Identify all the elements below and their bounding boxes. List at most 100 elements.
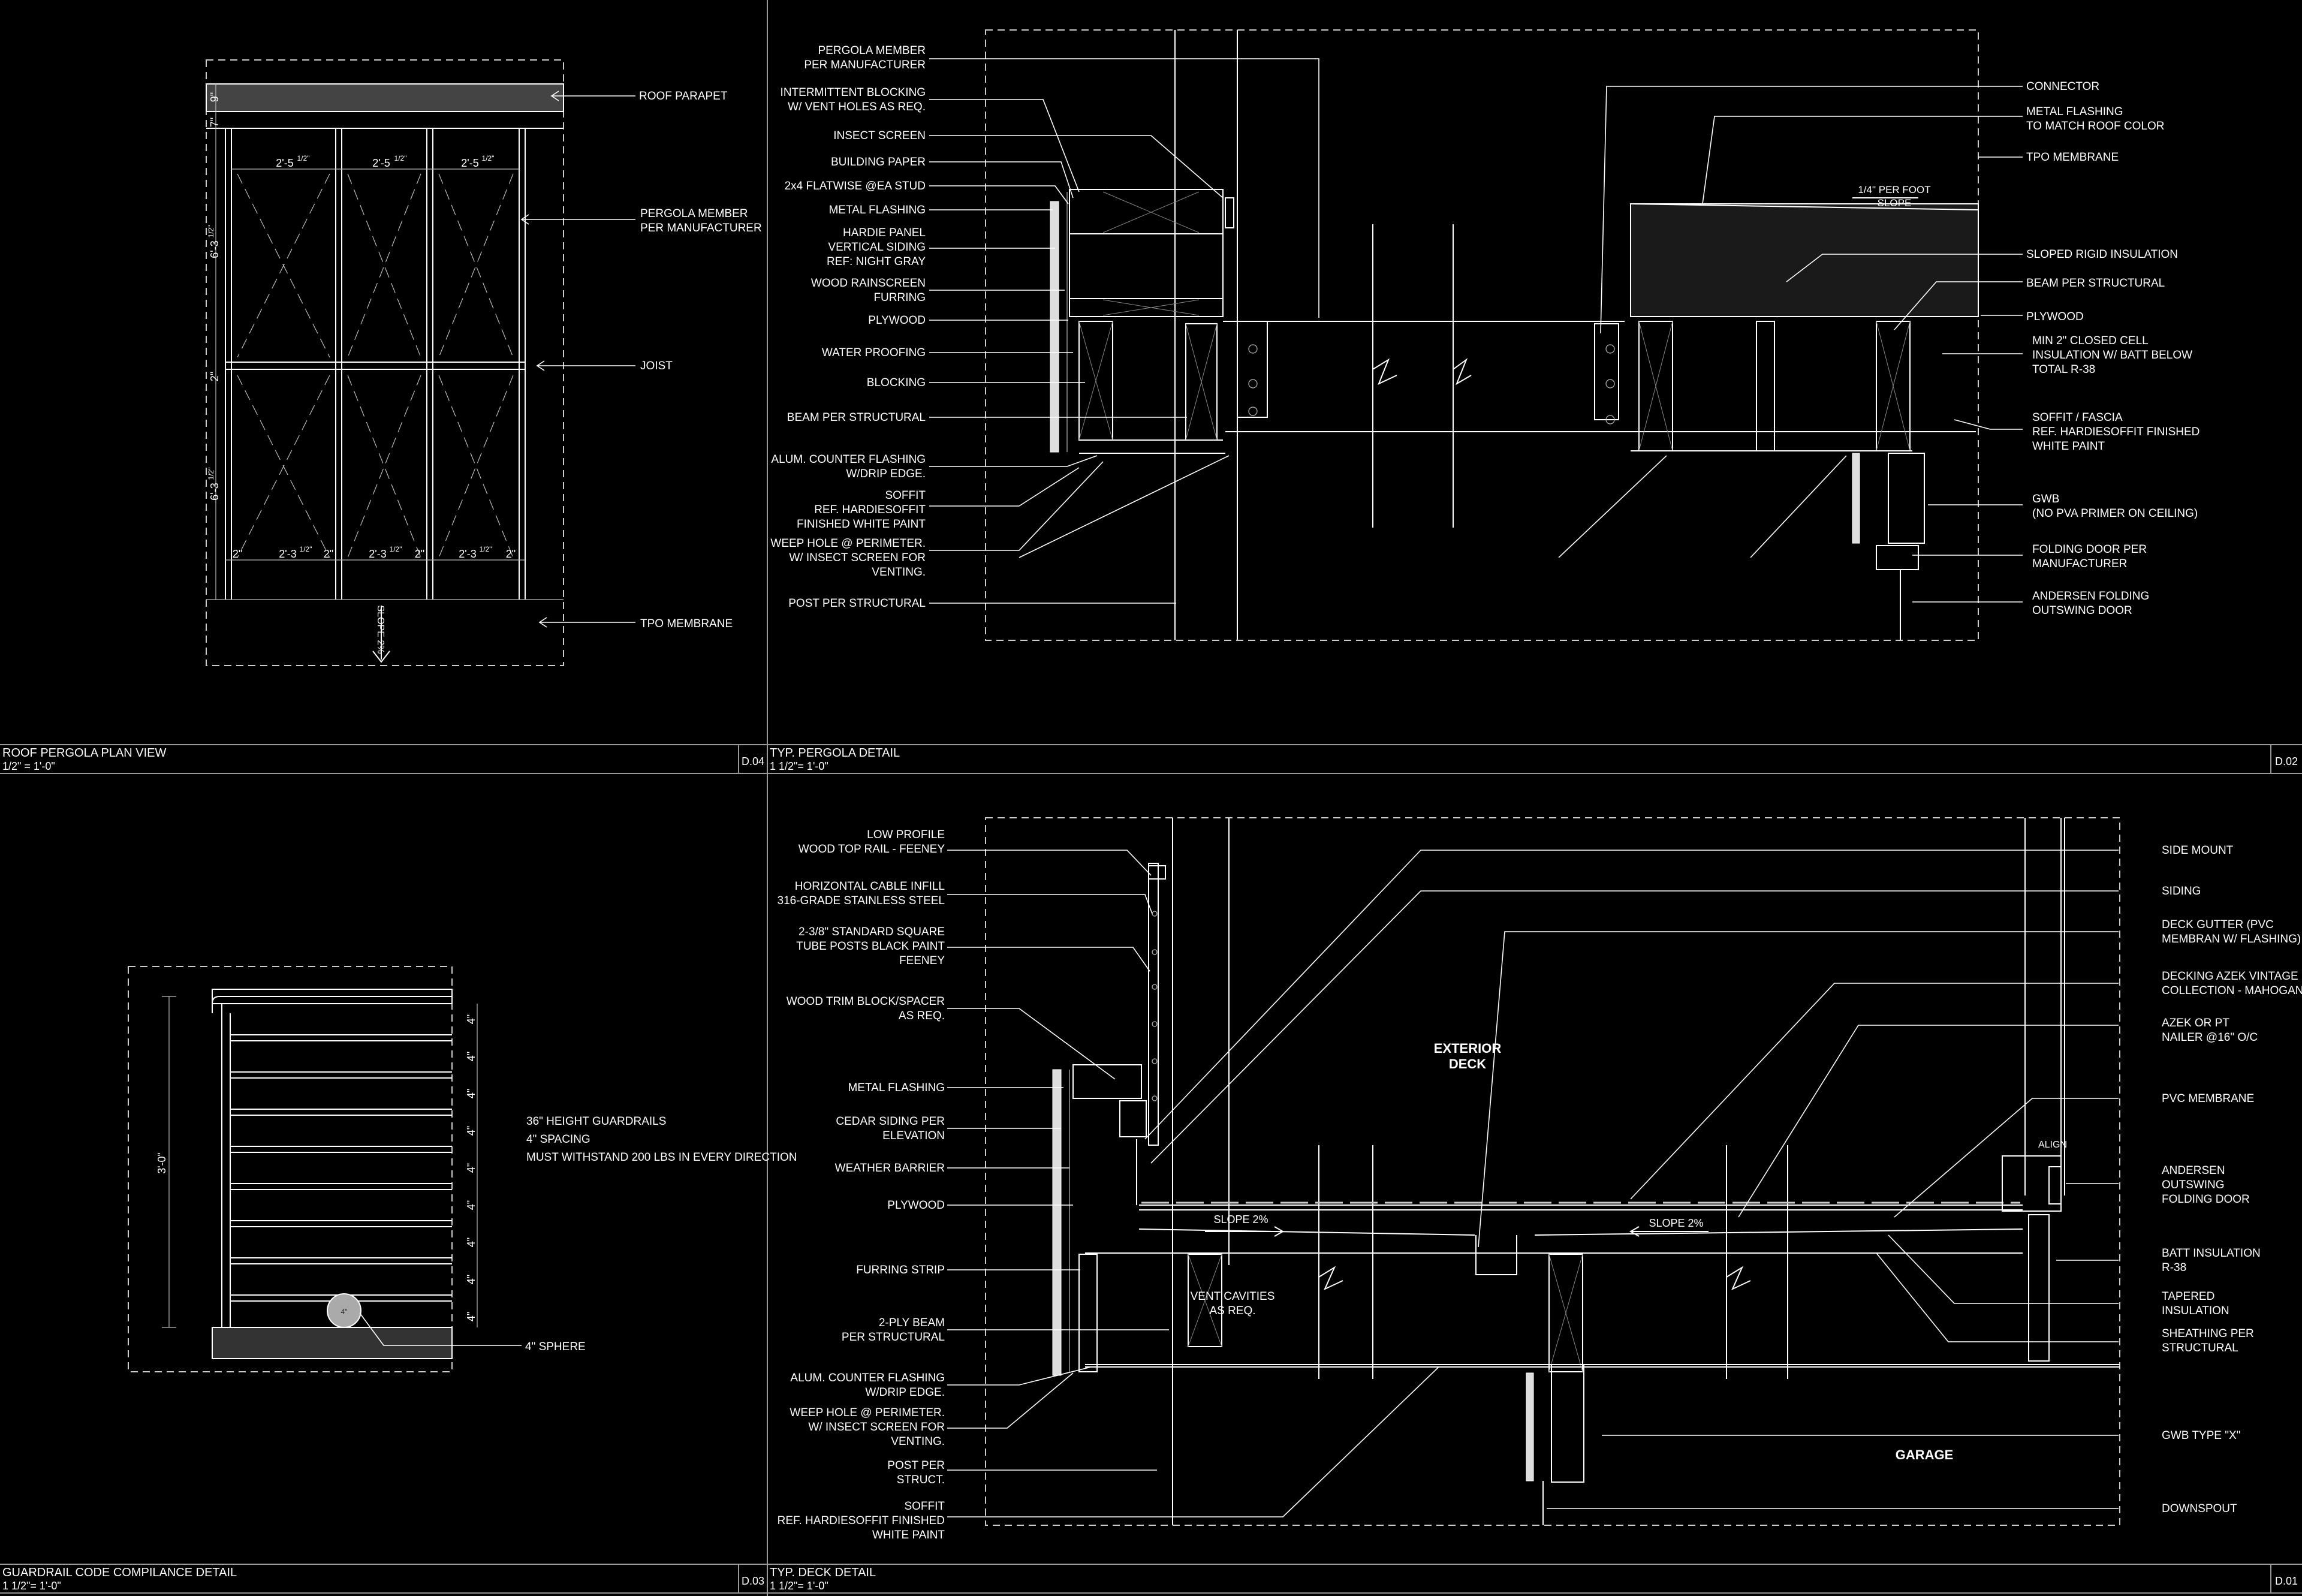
svg-text:1/2": 1/2" — [207, 225, 215, 238]
guardrail-base — [212, 1327, 453, 1359]
svg-text:1/2": 1/2" — [390, 545, 402, 553]
svg-text:ALUM. COUNTER FLASHING: ALUM. COUNTER FLASHING — [771, 453, 926, 466]
panel-title: TYP. DECK DETAIL — [770, 1566, 876, 1579]
svg-text:OUTSWING: OUTSWING — [2162, 1179, 2225, 1191]
svg-text:REF: NIGHT GRAY: REF: NIGHT GRAY — [827, 255, 926, 268]
title-block-d02: TYP. PERGOLA DETAIL 1 1/2"= 1'-0" D.02 — [770, 746, 2298, 772]
svg-text:WEEP HOLE @ PERIMETER.: WEEP HOLE @ PERIMETER. — [770, 537, 926, 550]
svg-text:BLOCKING: BLOCKING — [867, 377, 926, 389]
svg-text:2x4 FLATWISE @EA STUD: 2x4 FLATWISE @EA STUD — [785, 180, 926, 192]
svg-text:INSULATION W/ BATT BELOW: INSULATION W/ BATT BELOW — [2032, 349, 2192, 362]
pergola-detail-right-labels: CONNECTOR METAL FLASHING TO MATCH ROOF C… — [2026, 80, 2199, 617]
svg-text:2'-3: 2'-3 — [459, 548, 476, 560]
panel-scale: 1 1/2"= 1'-0" — [770, 1580, 828, 1592]
svg-text:PVC MEMBRANE: PVC MEMBRANE — [2162, 1092, 2254, 1105]
svg-text:PLYWOOD: PLYWOOD — [868, 314, 926, 327]
svg-text:TO MATCH ROOF COLOR: TO MATCH ROOF COLOR — [2026, 120, 2164, 133]
label-garage: GARAGE — [1896, 1447, 1954, 1462]
svg-text:2-3/8" STANDARD SQUARE: 2-3/8" STANDARD SQUARE — [799, 926, 945, 938]
sphere-test — [327, 1293, 361, 1328]
svg-text:FOLDING DOOR: FOLDING DOOR — [2162, 1193, 2250, 1206]
svg-text:ALUM. COUNTER FLASHING: ALUM. COUNTER FLASHING — [790, 1372, 945, 1384]
svg-text:GWB: GWB — [2032, 493, 2059, 505]
deck-detail-right-labels: SIDE MOUNT SIDING DECK GUTTER (PVC MEMBR… — [2162, 844, 2302, 1515]
svg-text:SLOPE 2%: SLOPE 2% — [1213, 1213, 1268, 1225]
svg-text:TPO MEMBRANE: TPO MEMBRANE — [2026, 151, 2119, 164]
svg-text:1/2": 1/2" — [207, 468, 215, 480]
label-tpo-membrane: TPO MEMBRANE — [640, 618, 733, 630]
svg-text:WOOD TOP RAIL - FEENEY: WOOD TOP RAIL - FEENEY — [799, 843, 945, 856]
svg-text:FINISHED WHITE PAINT: FINISHED WHITE PAINT — [797, 518, 926, 531]
svg-text:SIDE MOUNT: SIDE MOUNT — [2162, 844, 2234, 857]
svg-text:SHEATHING PER: SHEATHING PER — [2162, 1327, 2254, 1340]
svg-text:METAL FLASHING: METAL FLASHING — [828, 204, 926, 216]
svg-text:WHITE PAINT: WHITE PAINT — [872, 1529, 945, 1541]
svg-text:2": 2" — [506, 548, 516, 560]
svg-text:6'-3: 6'-3 — [209, 240, 221, 258]
svg-text:FEENEY: FEENEY — [899, 954, 945, 967]
panel-code: D.03 — [742, 1575, 764, 1587]
title-block-d04: ROOF PERGOLA PLAN VIEW 1/2" = 1'-0" D.04 — [2, 746, 764, 772]
svg-text:W/DRIP EDGE.: W/DRIP EDGE. — [846, 468, 926, 480]
svg-text:VENTING.: VENTING. — [872, 566, 926, 579]
svg-text:2": 2" — [324, 548, 333, 560]
svg-text:4": 4" — [465, 1163, 477, 1173]
svg-text:METAL FLASHING: METAL FLASHING — [848, 1082, 945, 1094]
svg-text:SLOPE 2%: SLOPE 2% — [1649, 1217, 1703, 1229]
svg-text:1/2": 1/2" — [480, 545, 492, 553]
svg-text:MUST WITHSTAND 200 LBS IN EVER: MUST WITHSTAND 200 LBS IN EVERY DIRECTIO… — [526, 1151, 797, 1164]
deck-detail-center-labels: EXTERIOR DECK VENT CAVITIES AS REQ. GARA… — [1191, 1041, 2067, 1462]
svg-text:4": 4" — [465, 1200, 477, 1210]
svg-text:DOWNSPOUT: DOWNSPOUT — [2162, 1502, 2237, 1515]
svg-text:4": 4" — [465, 1014, 477, 1024]
svg-text:COLLECTION - MAHOGANY: COLLECTION - MAHOGANY — [2162, 984, 2302, 997]
svg-text:4": 4" — [341, 1308, 348, 1316]
panel-scale: 1/2" = 1'-0" — [2, 760, 55, 772]
svg-text:WATER PROOFING: WATER PROOFING — [822, 347, 926, 359]
svg-text:PER MANUFACTURER: PER MANUFACTURER — [804, 59, 926, 71]
pergola-detail-drawing — [985, 29, 1979, 641]
svg-text:VENT CAVITIES: VENT CAVITIES — [1191, 1290, 1275, 1303]
svg-text:POST PER: POST PER — [887, 1459, 945, 1472]
svg-text:W/ INSECT SCREEN FOR: W/ INSECT SCREEN FOR — [808, 1421, 945, 1434]
svg-text:316-GRADE STAINLESS STEEL: 316-GRADE STAINLESS STEEL — [778, 895, 945, 907]
svg-text:AS REQ.: AS REQ. — [899, 1010, 945, 1022]
svg-text:FOLDING DOOR PER: FOLDING DOOR PER — [2032, 543, 2147, 556]
svg-text:ANDERSEN FOLDING: ANDERSEN FOLDING — [2032, 590, 2149, 603]
svg-text:2'-5: 2'-5 — [276, 157, 293, 169]
label-pergola-member: PERGOLA MEMBER — [640, 207, 748, 220]
svg-text:2'-3: 2'-3 — [279, 548, 296, 560]
svg-text:TAPERED: TAPERED — [2162, 1290, 2214, 1303]
svg-text:AS REQ.: AS REQ. — [1209, 1305, 1255, 1317]
svg-text:PERGOLA MEMBER: PERGOLA MEMBER — [818, 44, 926, 57]
pergola-detail-left-labels: PERGOLA MEMBER PER MANUFACTURER INTERMIT… — [770, 44, 926, 610]
svg-text:4": 4" — [465, 1312, 477, 1321]
svg-text:1/2": 1/2" — [297, 154, 310, 162]
label-exterior: EXTERIOR — [1434, 1041, 1502, 1056]
svg-text:WOOD TRIM BLOCK/SPACER: WOOD TRIM BLOCK/SPACER — [787, 995, 945, 1008]
svg-text:4": 4" — [465, 1052, 477, 1061]
panel-title: GUARDRAIL CODE COMPILANCE DETAIL — [2, 1566, 237, 1579]
svg-text:DECK GUTTER (PVC: DECK GUTTER (PVC — [2162, 919, 2274, 931]
svg-text:4": 4" — [465, 1237, 477, 1247]
svg-text:LOW PROFILE: LOW PROFILE — [867, 829, 945, 841]
svg-text:BEAM PER STRUCTURAL: BEAM PER STRUCTURAL — [787, 411, 926, 424]
svg-text:CONNECTOR: CONNECTOR — [2026, 80, 2099, 93]
sloped-rigid-insulation — [1630, 203, 1979, 317]
svg-text:4": 4" — [465, 1275, 477, 1284]
deck-detail-leaders — [947, 850, 2119, 1517]
svg-text:FURRING STRIP: FURRING STRIP — [856, 1264, 945, 1276]
svg-text:TUBE POSTS BLACK PAINT: TUBE POSTS BLACK PAINT — [796, 940, 945, 953]
svg-text:4" SPACING: 4" SPACING — [526, 1133, 590, 1146]
svg-text:(NO PVA PRIMER ON CEILING): (NO PVA PRIMER ON CEILING) — [2032, 507, 2198, 520]
panel-scale: 1 1/2"= 1'-0" — [770, 760, 828, 772]
svg-text:6'-3: 6'-3 — [209, 483, 221, 500]
svg-text:DECKING AZEK VINTAGE: DECKING AZEK VINTAGE — [2162, 970, 2298, 983]
svg-text:BUILDING PAPER: BUILDING PAPER — [831, 156, 926, 168]
svg-text:ANDERSEN: ANDERSEN — [2162, 1164, 2225, 1177]
svg-text:2'-5: 2'-5 — [461, 157, 478, 169]
svg-text:BEAM PER STRUCTURAL: BEAM PER STRUCTURAL — [2026, 277, 2165, 290]
svg-text:REF. HARDIESOFFIT FINISHED: REF. HARDIESOFFIT FINISHED — [2032, 426, 2199, 438]
